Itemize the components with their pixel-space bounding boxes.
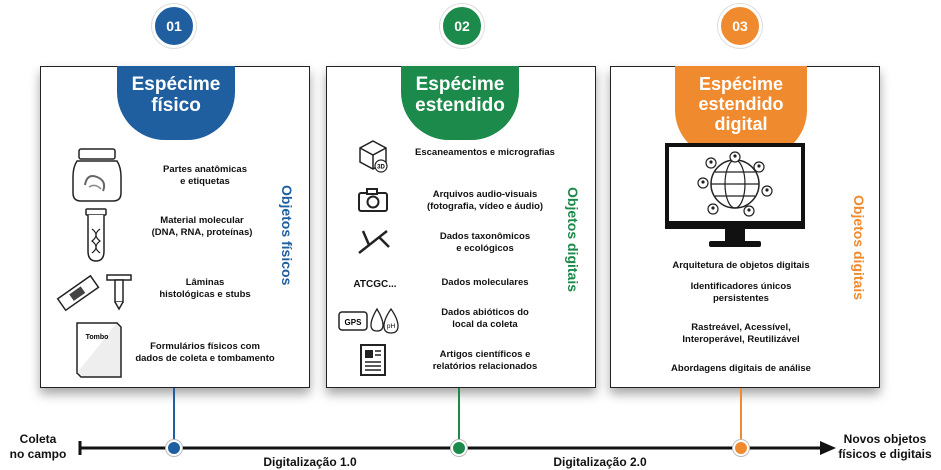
test-tube-dna-icon — [85, 208, 107, 262]
card-extended-specimen: Espécime estendido 3D Escaneamentos e mi… — [326, 66, 596, 388]
item-text: Dados taxonômicos e ecológicos — [439, 231, 531, 254]
item-text: Rastreável, Acessível, Interoperável, Re… — [682, 322, 800, 345]
step-badge-03: 03 — [718, 4, 762, 48]
timeline-start-label: Coleta no campo — [9, 432, 67, 461]
item-text: Abordagens digitais de análise — [671, 363, 811, 374]
dna-sequence-label: ATCGC... — [353, 279, 397, 290]
card-physical-specimen: Espécime físico Partes anatômicas e etiq… — [40, 66, 310, 388]
step-badge-01: 01 — [152, 4, 196, 48]
side-label: Objetos físicos — [279, 185, 295, 286]
jar-icon — [72, 148, 122, 202]
item-text: Arquivos audio-visuais (fotografia, víde… — [426, 189, 544, 212]
title-line: físico — [151, 95, 201, 116]
title-line: digital — [714, 114, 768, 134]
item-text: Partes anatômicas e etiquetas — [163, 164, 247, 187]
timeline-end-label: Novos objetos físicos e digitais — [838, 432, 932, 461]
connector-line — [458, 388, 460, 446]
item-text: Escaneamentos e micrografias — [415, 147, 555, 158]
monitor-network-icon — [665, 143, 805, 247]
phase-label-2: Digitalização 2.0 — [553, 455, 647, 469]
item-text: Identificadores únicos persistentes — [690, 281, 792, 304]
gps-label: GPS — [345, 318, 363, 327]
camera-icon — [358, 188, 388, 212]
cube-3d-icon: 3D — [359, 140, 388, 173]
title-line: Espécime — [131, 74, 221, 95]
ph-label: pH — [387, 323, 396, 330]
cube-label: 3D — [377, 165, 385, 171]
card-title: Espécime estendido digital — [675, 66, 807, 158]
item-text: Formulários físicos com dados de coleta … — [135, 341, 275, 364]
slide-stub-icon — [56, 274, 132, 312]
tree-branch-icon — [358, 230, 390, 254]
phase-label-1: Digitalização 1.0 — [263, 455, 357, 469]
title-line: estendido — [698, 94, 784, 114]
item-text: Dados moleculares — [441, 277, 529, 288]
title-line: estendido — [415, 95, 505, 116]
timeline-marker-03 — [733, 440, 749, 456]
gps-ph-icon: GPS pH — [338, 307, 399, 334]
item-text: Arquitetura de objetos digitais — [672, 260, 810, 271]
step-badge-02: 02 — [440, 4, 484, 48]
book-label: Tombo — [86, 334, 109, 341]
card-digital-extended-specimen: Espécime estendido digital Arquitetura d… — [610, 66, 880, 388]
item-text: Lâminas histológicas e stubs — [159, 277, 251, 300]
card-title: Espécime físico — [117, 66, 235, 140]
item-text: Artigos científicos e relatórios relacio… — [432, 349, 538, 372]
side-label: Objetos digitais — [565, 187, 581, 293]
title-line: Espécime — [698, 74, 784, 94]
connector-line — [740, 388, 742, 446]
book-icon: Tombo — [76, 322, 122, 378]
item-text: Dados abióticos do local da coleta — [441, 307, 529, 330]
card-title: Espécime estendido — [401, 66, 519, 140]
article-icon — [360, 344, 386, 376]
title-line: Espécime — [415, 74, 505, 95]
timeline-marker-02 — [451, 440, 467, 456]
timeline-marker-01 — [166, 440, 182, 456]
connector-line — [173, 388, 175, 446]
side-label: Objetos digitais — [851, 195, 867, 301]
item-text: Material molecular (DNA, RNA, proteínas) — [151, 215, 253, 238]
